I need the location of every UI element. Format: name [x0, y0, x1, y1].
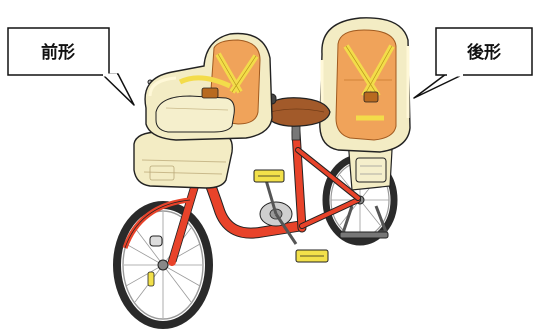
front-label: 前形 [41, 42, 75, 63]
rear-child-seat [320, 18, 410, 190]
front-callout: 前形 [8, 28, 134, 105]
rear-label: 後形 [467, 42, 501, 63]
rear-callout: 後形 [414, 28, 532, 98]
front-child-seat [134, 34, 272, 189]
front-wheel [117, 205, 209, 325]
rear-stand [340, 206, 388, 238]
